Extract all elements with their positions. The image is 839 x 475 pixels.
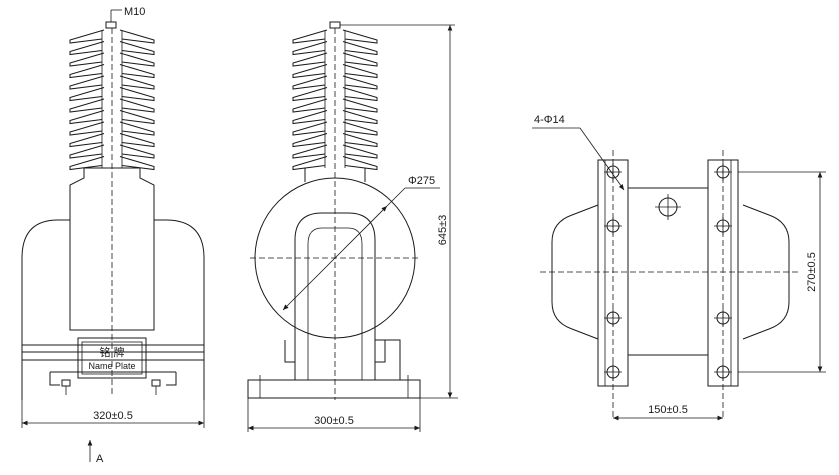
height-label: 645±3 — [437, 215, 449, 246]
shed — [292, 52, 378, 67]
holes-label: 4-Φ14 — [534, 114, 565, 126]
shed — [69, 110, 155, 125]
shed — [69, 52, 155, 67]
shed — [292, 41, 378, 56]
shed — [69, 29, 155, 44]
shed — [69, 98, 155, 113]
shed — [292, 98, 378, 113]
shed — [292, 144, 378, 159]
shed — [292, 75, 378, 90]
diameter-label: Φ275 — [408, 175, 435, 187]
width-side-label: 300±0.5 — [314, 415, 354, 427]
terminal-bolt-side — [329, 21, 341, 29]
thread-label: M10 — [124, 6, 145, 18]
shed — [292, 29, 378, 44]
shed — [292, 156, 378, 171]
hole-spacing-y-label: 270±0.5 — [806, 252, 818, 292]
terminal-bolt — [105, 21, 117, 29]
bottom-view: 4-Φ14 270±0.5 150±0.5 — [532, 114, 826, 421]
core-body — [69, 167, 155, 331]
hole-spacing-x-label: 150±0.5 — [648, 404, 688, 416]
width-front-label: 320±0.5 — [93, 410, 133, 422]
shed — [69, 87, 155, 102]
side-view: Φ275 645±3 300±0.5 — [247, 21, 458, 432]
insulator-sheds — [69, 29, 155, 171]
shed — [69, 144, 155, 159]
insulator-sheds-side — [292, 29, 378, 171]
insulator-core — [101, 30, 123, 168]
shed — [69, 75, 155, 90]
shed — [69, 133, 155, 148]
view-arrow-label: A — [96, 453, 104, 465]
shed — [69, 41, 155, 56]
shed — [292, 133, 378, 148]
shed — [292, 121, 378, 136]
shed — [292, 87, 378, 102]
shed — [292, 110, 378, 125]
shed — [292, 64, 378, 79]
shed — [69, 121, 155, 136]
shed — [69, 64, 155, 79]
base-plate-side — [247, 379, 421, 399]
insulator-core — [324, 30, 346, 168]
front-view: M10 铭 牌 Name Plate 320±0.5 — [21, 6, 205, 465]
